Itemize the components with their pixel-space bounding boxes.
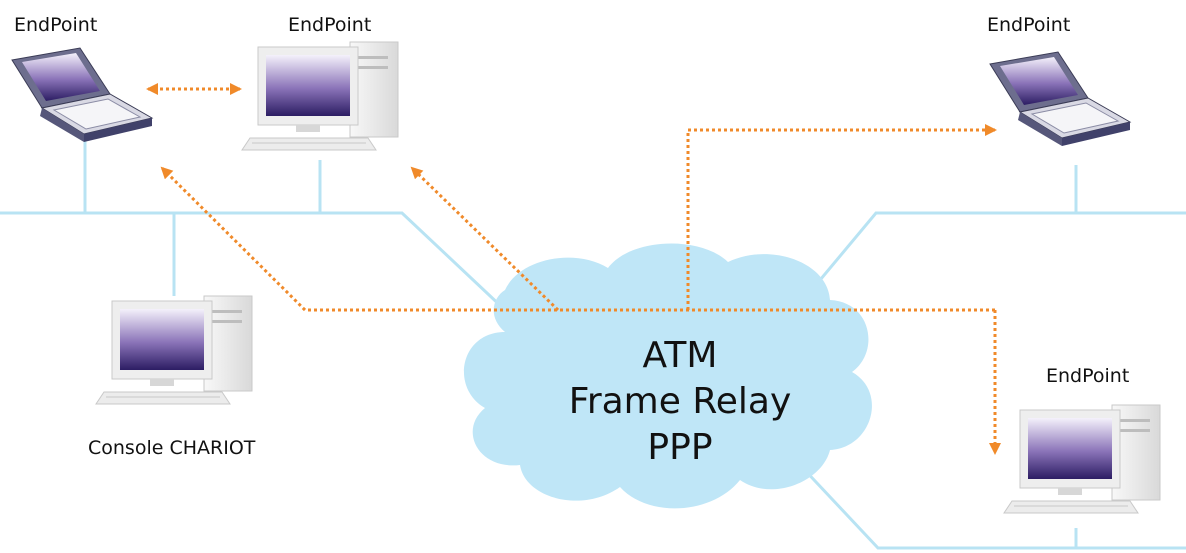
bottom-lan-line [798,463,1186,550]
cloud-label-atm: ATM [642,335,718,376]
network-lines [0,140,1186,550]
left-lan-line [0,211,507,312]
endpoint-label-top-center: EndPoint [288,14,372,36]
laptop-top-left [11,47,153,143]
cloud-label-frame-relay: Frame Relay [568,381,792,422]
flow-to-top-left-laptop [160,166,995,312]
flow-to-top-right-laptop [686,124,997,310]
right-lan-line [793,211,1186,311]
traffic-flows [146,83,1001,455]
flow-to-top-center-desktop [410,166,560,312]
cloud-label-ppp: PPP [647,427,713,468]
laptop-top-right [989,51,1131,147]
console-label: Console CHARIOT [88,437,256,459]
endpoint-label-top-right: EndPoint [987,14,1071,36]
desktop-top-center [241,41,399,151]
endpoint-label-bottom-right: EndPoint [1046,365,1130,387]
wan-cloud [463,243,872,509]
endpoint-label-top-left: EndPoint [14,14,98,36]
